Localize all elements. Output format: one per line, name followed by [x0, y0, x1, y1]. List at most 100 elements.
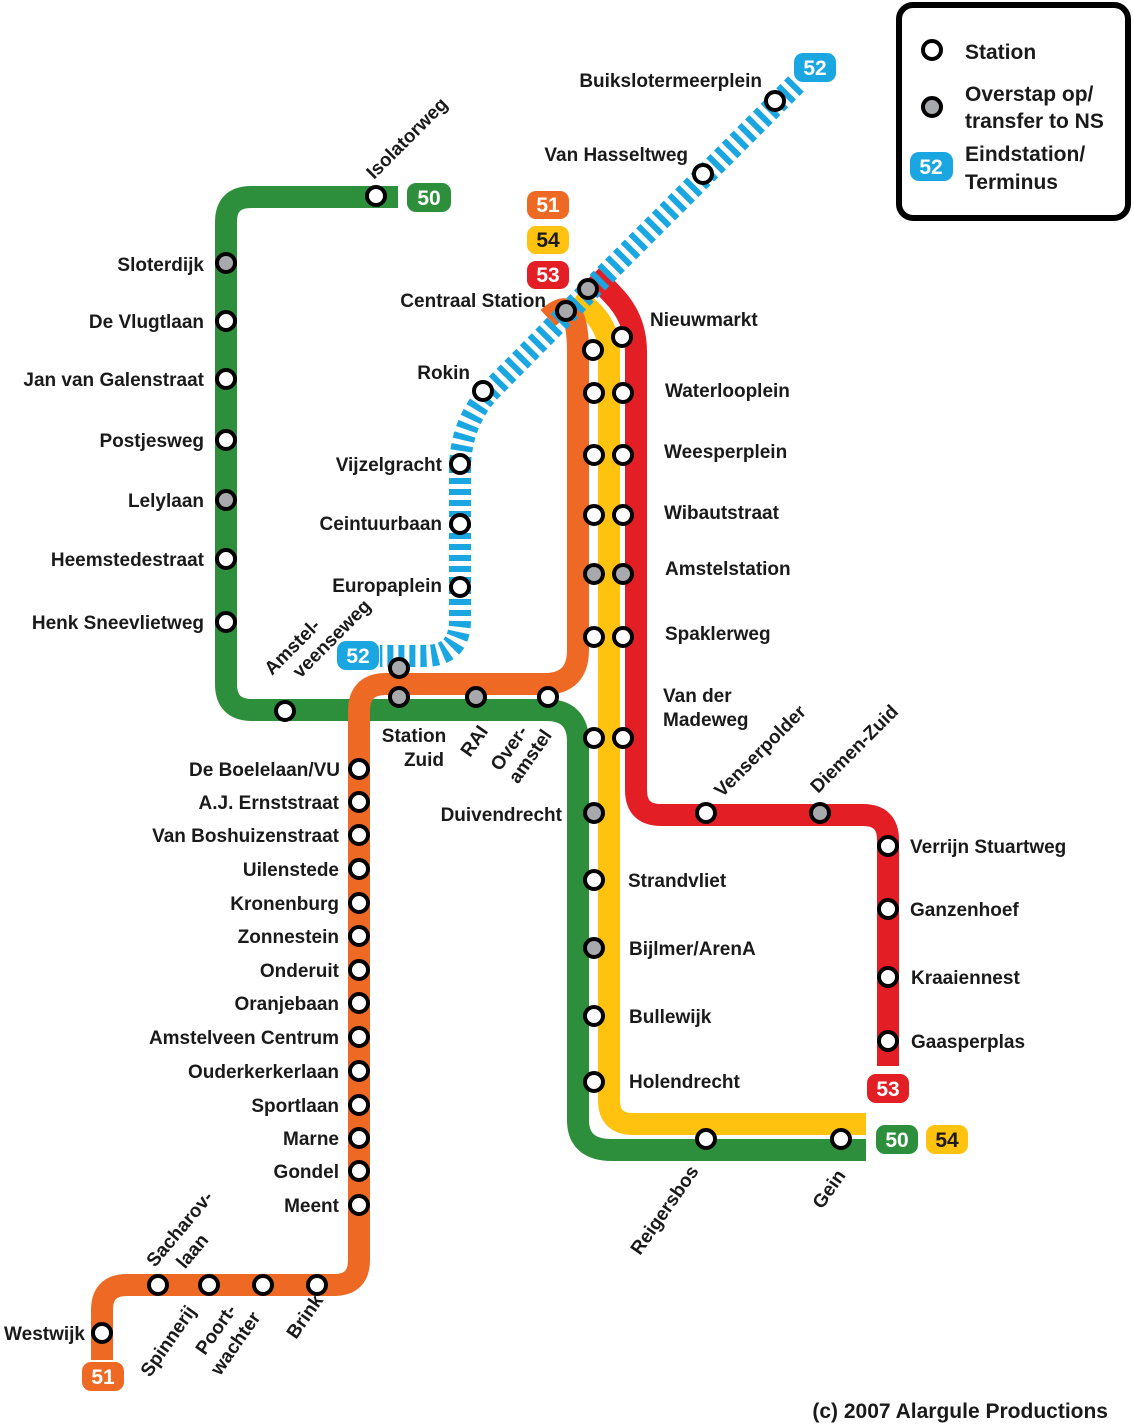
station-de-vlugtlaan[interactable] [215, 310, 237, 332]
station-weesperplein-a[interactable] [583, 444, 605, 466]
label-brink: Brink [283, 1291, 328, 1343]
label-europaplein: Europaplein [332, 576, 442, 597]
badge-51-centraal: 51 [527, 191, 569, 219]
station-marne[interactable] [348, 1127, 370, 1149]
station-de-boelelaan-vu[interactable] [348, 758, 370, 780]
label-nieuwmarkt: Nieuwmarkt [650, 310, 758, 331]
svg-text:53: 53 [876, 1078, 899, 1101]
station-nieuwmarkt-53[interactable] [611, 326, 633, 348]
station-kraaiennest[interactable] [877, 966, 899, 988]
svg-text:54: 54 [536, 229, 560, 252]
copyright: (c) 2007 Alargule Productions [812, 1400, 1108, 1423]
station-uilenstede[interactable] [348, 858, 370, 880]
station-oranjebaan[interactable] [348, 992, 370, 1014]
station-waterlooplein-b[interactable] [612, 382, 634, 404]
label-van-boshuizenstraat: Van Boshuizenstraat [152, 826, 340, 847]
badge-54-gein: 54 [926, 1125, 968, 1154]
station-heemstedestraat[interactable] [215, 548, 237, 570]
line-54-track [568, 288, 866, 1135]
station-waterlooplein-a[interactable] [583, 382, 605, 404]
station-sloterdijk[interactable] [215, 252, 237, 274]
station-holendrecht[interactable] [583, 1071, 605, 1093]
station-strandvliet[interactable] [583, 869, 605, 891]
station-sportlaan[interactable] [348, 1094, 370, 1116]
label-sloterdijk: Sloterdijk [117, 255, 204, 276]
station-rai[interactable] [465, 686, 487, 708]
station-spinnerij[interactable] [198, 1274, 220, 1296]
label-overamstel: Over- amstel [487, 722, 557, 787]
station-bullewijk[interactable] [583, 1005, 605, 1027]
label-reigersbos: Reigersbos [627, 1162, 704, 1259]
station-ceintuurbaan[interactable] [449, 513, 471, 535]
label-ceintuurbaan: Ceintuurbaan [320, 514, 442, 535]
station-centraal-station[interactable] [555, 300, 577, 322]
station-centraal-52[interactable] [577, 278, 599, 300]
station-brink[interactable] [306, 1274, 328, 1296]
station-amstelveen-centrum[interactable] [348, 1026, 370, 1048]
station-overamstel[interactable] [537, 686, 559, 708]
station-zonnestein[interactable] [348, 925, 370, 947]
station-buikslotermeerplein[interactable] [764, 90, 786, 112]
svg-text:51: 51 [91, 1366, 115, 1389]
station-weesperplein-b[interactable] [612, 444, 634, 466]
station-van-der-madeweg-b[interactable] [612, 727, 634, 749]
station-bijlmer-arena[interactable] [583, 937, 605, 959]
label-uilenstede: Uilenstede [243, 860, 339, 881]
label-rokin: Rokin [417, 363, 470, 384]
station-amstelveenseweg[interactable] [274, 700, 296, 722]
station-amstelstation-b[interactable] [612, 563, 634, 585]
label-isolatorweg: Isolatorweg [363, 94, 453, 184]
station-onderuit[interactable] [348, 959, 370, 981]
station-nieuwmarkt-51[interactable] [582, 339, 604, 361]
station-zuid-52[interactable] [388, 657, 410, 679]
label-duivendrecht: Duivendrecht [441, 805, 563, 826]
station-westwijk[interactable] [91, 1322, 113, 1344]
station-venserpolder[interactable] [695, 802, 717, 824]
label-henk-sneevlietweg: Henk Sneevlietweg [32, 613, 204, 634]
station-isolatorweg[interactable] [365, 185, 387, 207]
station-duivendrecht[interactable] [583, 802, 605, 824]
station-ouderkerkerlaan[interactable] [348, 1060, 370, 1082]
station-lelylaan[interactable] [215, 489, 237, 511]
label-gondel: Gondel [274, 1162, 339, 1183]
station-van-der-madeweg-a[interactable] [583, 727, 605, 749]
label-jan-van-galenstraat: Jan van Galenstraat [23, 370, 204, 391]
station-poortwachter[interactable] [252, 1274, 274, 1296]
station-ganzenhoef[interactable] [877, 898, 899, 920]
label-bullewijk: Bullewijk [629, 1007, 712, 1028]
station-gein[interactable] [830, 1128, 852, 1150]
station-aj-ernststraat[interactable] [348, 791, 370, 813]
svg-text:52: 52 [803, 57, 826, 80]
svg-text:50: 50 [885, 1129, 908, 1152]
station-europaplein[interactable] [449, 576, 471, 598]
station-gaasperplas[interactable] [877, 1030, 899, 1052]
label-oranjebaan: Oranjebaan [234, 994, 339, 1015]
station-rokin[interactable] [472, 380, 494, 402]
station-henk-sneevlietweg[interactable] [215, 611, 237, 633]
station-wibautstraat-a[interactable] [583, 504, 605, 526]
station-wibautstraat-b[interactable] [612, 504, 634, 526]
station-meent[interactable] [348, 1194, 370, 1216]
station-station-zuid[interactable] [388, 686, 410, 708]
badge-50-gein: 50 [876, 1125, 918, 1154]
station-kronenburg[interactable] [348, 892, 370, 914]
station-diemen-zuid[interactable] [809, 802, 831, 824]
station-spaklerweg-a[interactable] [583, 626, 605, 648]
label-postjesweg: Postjesweg [99, 431, 204, 452]
station-van-hasseltweg[interactable] [692, 163, 714, 185]
station-sacharovlaan[interactable] [147, 1274, 169, 1296]
label-station-zuid-1: Station [382, 726, 446, 747]
station-jan-van-galenstraat[interactable] [215, 368, 237, 390]
station-spaklerweg-b[interactable] [612, 626, 634, 648]
station-reigersbos[interactable] [695, 1128, 717, 1150]
station-verrijn-stuartweg[interactable] [877, 835, 899, 857]
station-gondel[interactable] [348, 1160, 370, 1182]
badge-53-gaasperplas: 53 [867, 1074, 909, 1103]
legend: Station Overstap op/ transfer to NS 52 E… [896, 2, 1131, 221]
station-van-boshuizenstraat[interactable] [348, 824, 370, 846]
station-vijzelgracht[interactable] [449, 453, 471, 475]
station-postjesweg[interactable] [215, 429, 237, 451]
legend-terminus-badge-label: 52 [919, 156, 942, 179]
station-amstelstation-a[interactable] [583, 563, 605, 585]
